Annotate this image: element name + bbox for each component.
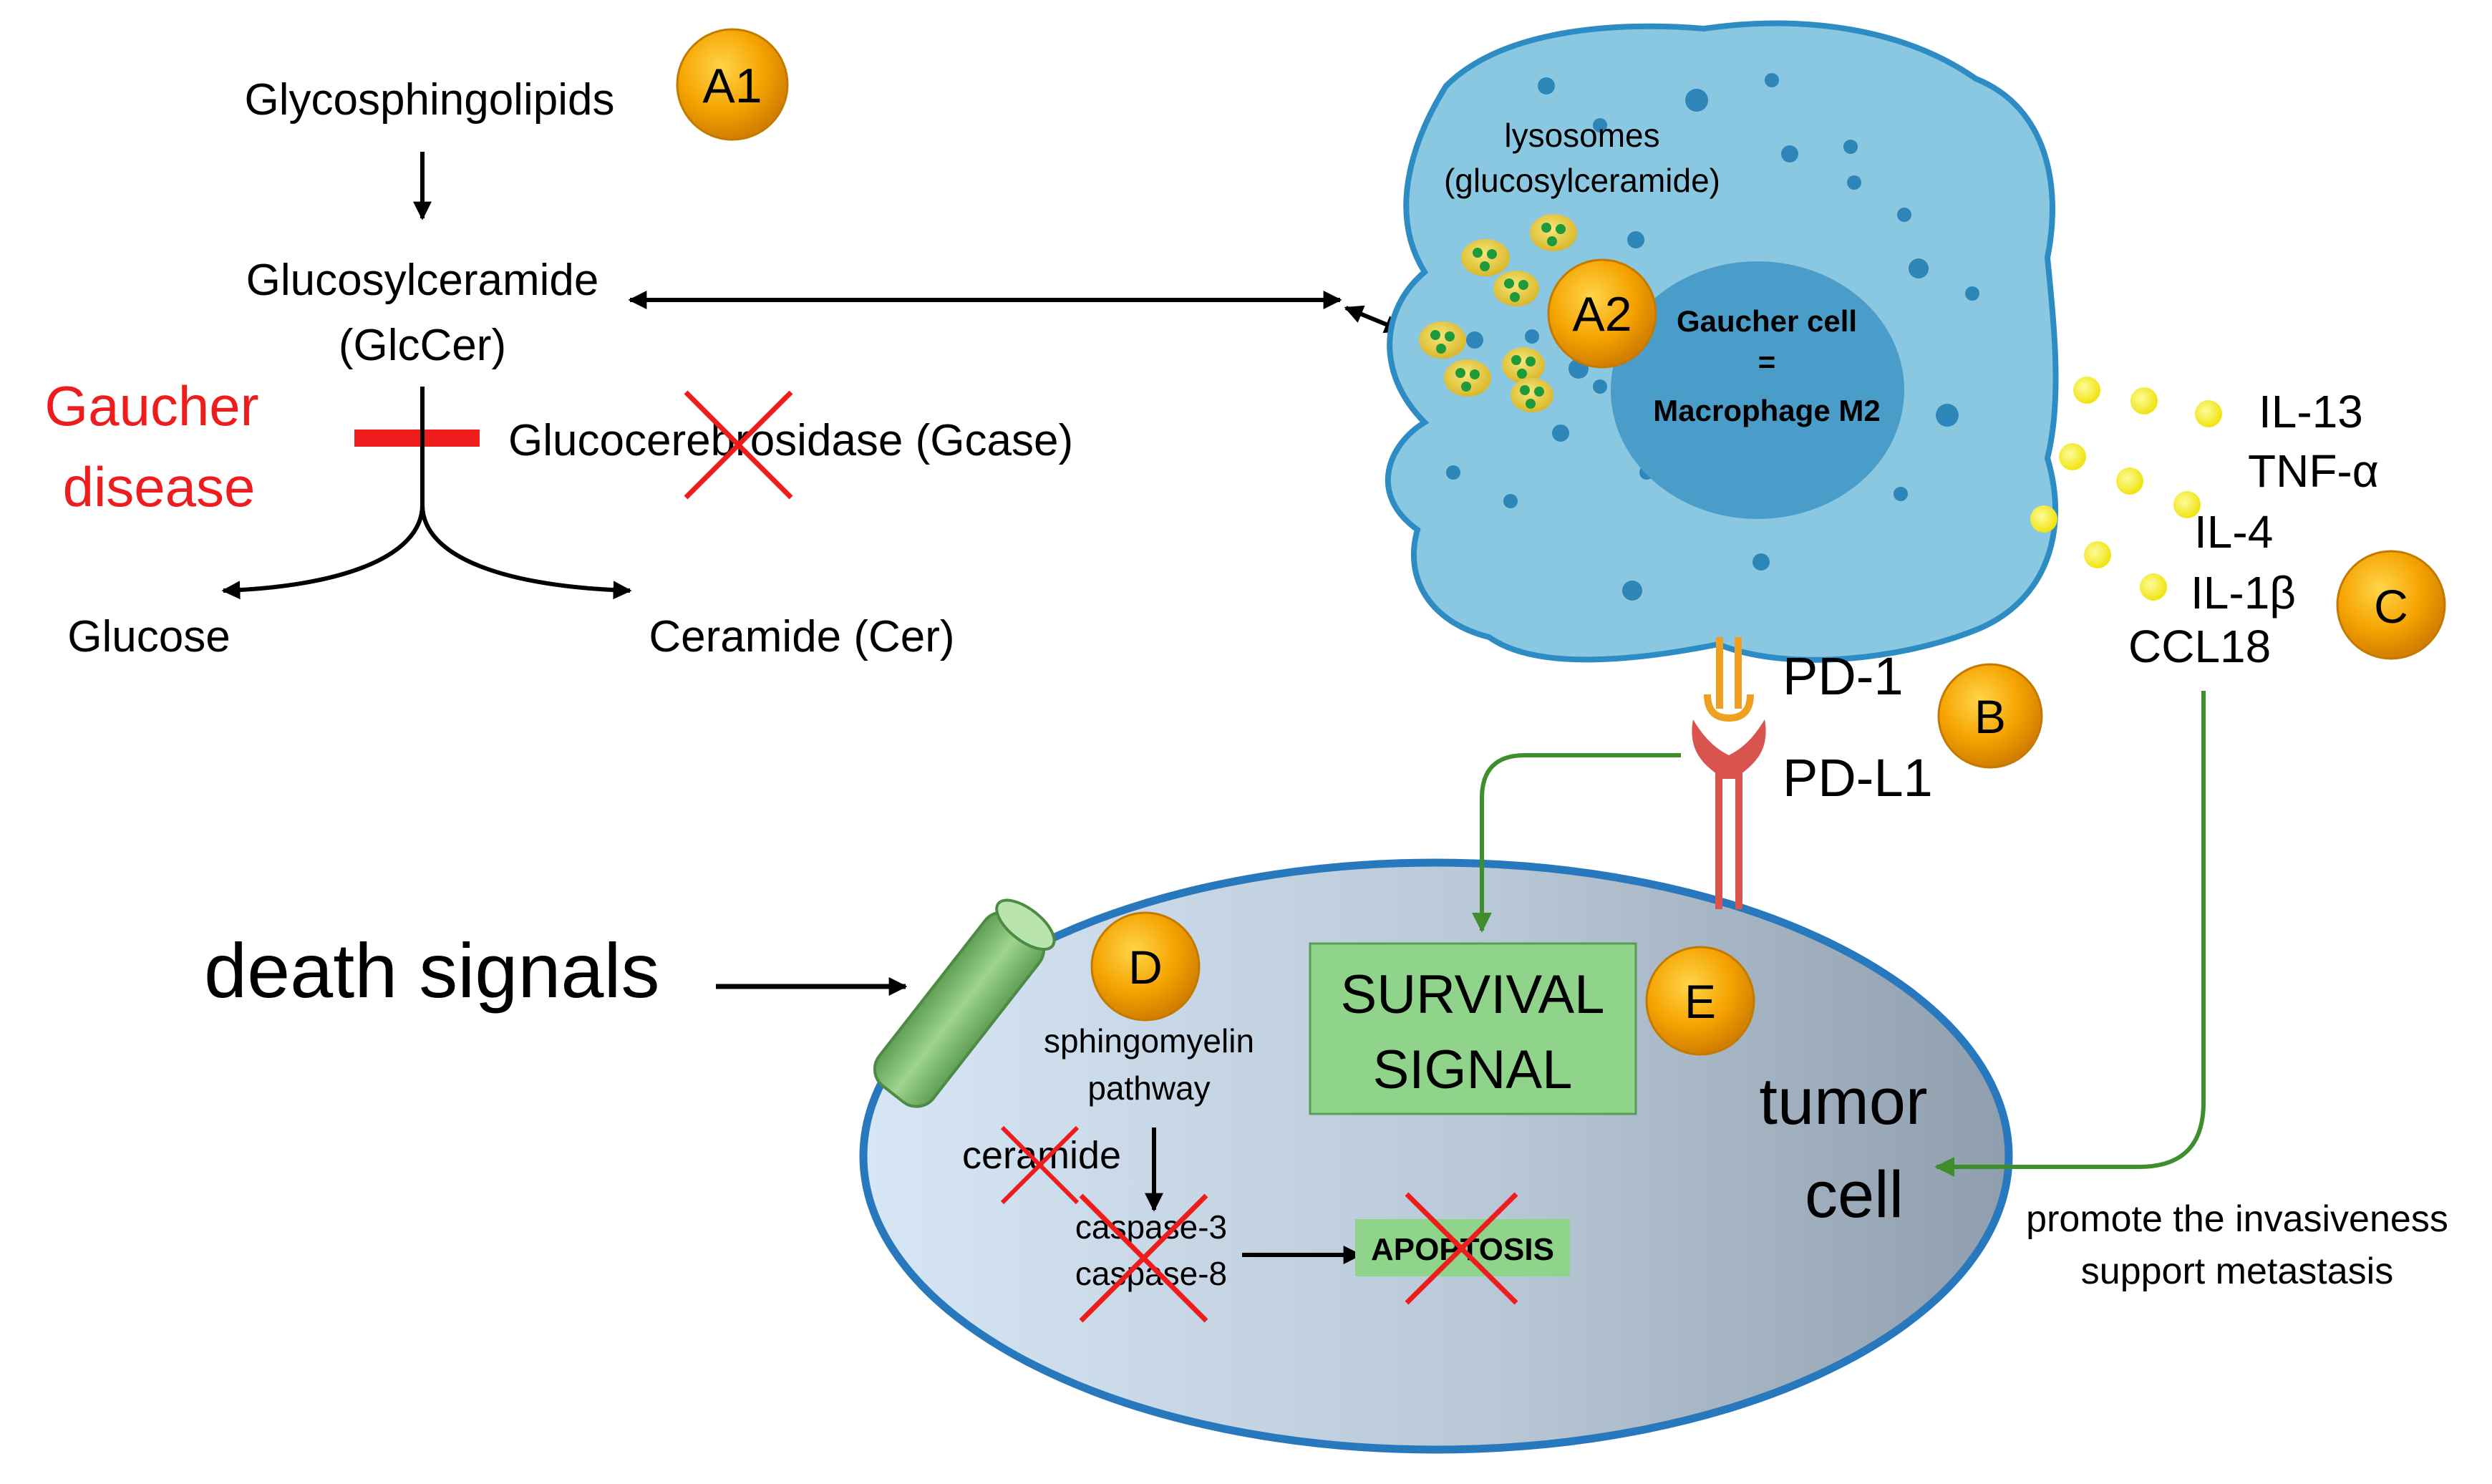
cytoplasm-dots: [1446, 73, 1979, 601]
lysosome: [1444, 359, 1491, 397]
lysosome: [1530, 214, 1577, 251]
badge-a1: A1: [676, 28, 789, 141]
death-receptor-icon: [873, 898, 1056, 1108]
split-arrow-glucose: [221, 504, 425, 600]
glycosphingolipids-label: Glycosphingolipids: [245, 75, 615, 125]
svg-text:A2: A2: [1572, 287, 1632, 341]
badge-e: E: [1645, 946, 1755, 1056]
badge-d: D: [1090, 911, 1201, 1022]
invasion-label-line1: promote the invasiveness: [2026, 1198, 2448, 1240]
ccl18-invasion-arrow: [1934, 691, 2206, 1177]
cytokine-dots: [2030, 377, 2222, 601]
cytokine-il13: IL-13: [2259, 386, 2363, 437]
glucosylceramide-label: Glucosylceramide: [246, 256, 599, 305]
glucose-label: Glucose: [67, 612, 230, 661]
invasion-label-line2: support metastasis: [2081, 1251, 2393, 1292]
svg-text:C: C: [2374, 580, 2408, 633]
svg-text:A1: A1: [702, 59, 762, 113]
gaucher-cell-label: Gaucher cell: [1677, 304, 1857, 338]
equals-label: =: [1758, 345, 1776, 379]
apoptosis-cross-icon: [1405, 1192, 1518, 1305]
lysosome: [1502, 347, 1545, 383]
death-signals-label: death signals: [204, 927, 659, 1014]
svg-text:B: B: [1974, 690, 2006, 743]
glccer-label: (GlcCer): [339, 321, 506, 370]
gaucher-disease-line1: Gaucher: [44, 374, 258, 437]
badge-a2: A2: [1547, 258, 1657, 369]
lysosome: [1419, 321, 1466, 359]
caspase8-label: caspase-8: [1075, 1255, 1227, 1292]
lysosome: [1511, 378, 1553, 412]
lysosomes-label-line2: (glucosylceramide): [1444, 162, 1720, 199]
lysosome-cluster: [1419, 214, 1577, 412]
gcase-label: Glucocerebrosidase (Gcase): [508, 416, 1073, 465]
split-arrow-ceramide: [420, 504, 632, 600]
lysosome: [1461, 239, 1510, 276]
badge-c: C: [2336, 550, 2446, 660]
pdl1-label: PD-L1: [1783, 748, 1933, 808]
cytokine-tnfa: TNF-α: [2248, 445, 2379, 497]
tumor-cell-label-line1: tumor: [1759, 1065, 1927, 1138]
survival-signal-box: [1309, 942, 1637, 1115]
ceramide-cross-icon: [1000, 1125, 1080, 1205]
pd1-receptor: [1704, 637, 1754, 722]
survival-label-line1: SURVIVAL: [1341, 964, 1605, 1025]
svg-text:E: E: [1684, 975, 1716, 1028]
pd1-label: PD-1: [1783, 646, 1904, 706]
survival-label-line2: SIGNAL: [1373, 1039, 1573, 1100]
lysosomes-label-line1: lysosomes: [1504, 117, 1659, 154]
ceramide-label: ceramide: [962, 1134, 1121, 1177]
macrophage-nucleus: [1611, 261, 1904, 519]
cytokine-il1b: IL-1β: [2191, 567, 2296, 619]
macrophage-cell: lysosomes (glucosylceramide) Gaucher cel…: [1385, 20, 2059, 663]
cytokine-ccl18: CCL18: [2128, 621, 2271, 672]
gcase-cross-icon: [684, 390, 793, 500]
lysosome: [1493, 271, 1539, 306]
pdl1-survival-arrow: [1472, 753, 1681, 933]
pathway-panel: Glycosphingolipids Glucosylceramide (Glc…: [44, 75, 1404, 661]
cytokine-il4: IL-4: [2194, 506, 2273, 558]
sphingomyelin-label-line2: pathway: [1087, 1070, 1210, 1107]
caspase-cross-icon: [1079, 1193, 1208, 1323]
badge-b: B: [1937, 663, 2043, 769]
macrophage-m2-label: Macrophage M2: [1653, 394, 1880, 427]
tumor-cell-label-line2: cell: [1805, 1158, 1904, 1231]
pdl1-receptor: [1692, 719, 1766, 909]
ceramide-cer-label: Ceramide (Cer): [649, 612, 954, 661]
sphingomyelin-label-line1: sphingomyelin: [1044, 1022, 1254, 1059]
svg-text:D: D: [1128, 941, 1163, 994]
gaucher-disease-line2: disease: [63, 455, 256, 518]
